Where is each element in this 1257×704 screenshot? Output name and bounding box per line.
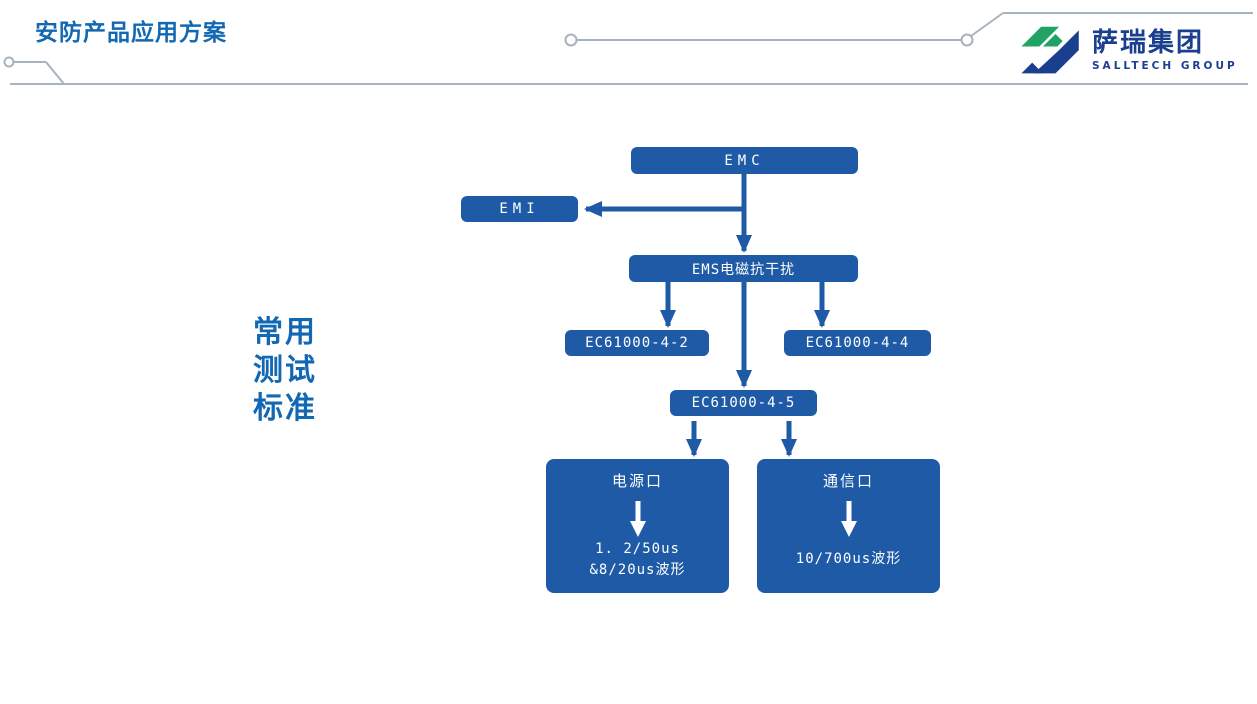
node-ems: EMS电磁抗干扰 [629,255,858,282]
header-decoration-lines [3,12,1253,85]
logo-company-name: 萨瑞集团 [1092,28,1205,59]
waveform-label: 10/700us波形 [795,551,902,567]
down-arrow-icon [629,501,646,537]
decor-circle [564,33,578,47]
down-arrow-icon [840,501,857,537]
node-comm-port: 通信口 10/700us波形 [757,459,940,593]
side-label-line: 测试 [253,353,317,388]
waveform-label: &8/20us波形 [589,562,686,578]
waveform-label: 1. 2/50us [595,541,680,557]
node-power-port: 电源口 1. 2/50us &8/20us波形 [546,459,729,593]
side-label-line: 常用 [253,315,317,350]
node-ec61000-4-2: EC61000-4-2 [565,330,709,356]
decor-circle [3,56,15,68]
logo-text: 萨瑞集团 SALLTECH GROUP [1092,30,1238,72]
logo-mark-icon [1021,26,1079,74]
node-ec61000-4-4: EC61000-4-4 [784,330,931,356]
decor-circle [960,33,974,47]
node-power-port-title: 电源口 [611,472,663,490]
node-emc: EMC [631,147,858,174]
side-label-line: 标准 [253,391,317,426]
company-logo: 萨瑞集团 SALLTECH GROUP [1018,22,1240,80]
node-comm-port-title: 通信口 [822,472,874,490]
node-comm-port-text: 10/700us波形 [796,539,901,580]
node-power-port-text: 1. 2/50us &8/20us波形 [589,539,685,581]
node-ec61000-4-5: EC61000-4-5 [670,390,817,416]
node-emi: EMI [461,196,578,222]
side-label: 常用 测试 标准 [253,314,317,428]
logo-company-name-en: SALLTECH GROUP [1092,60,1238,73]
page-title: 安防产品应用方案 [35,20,227,46]
